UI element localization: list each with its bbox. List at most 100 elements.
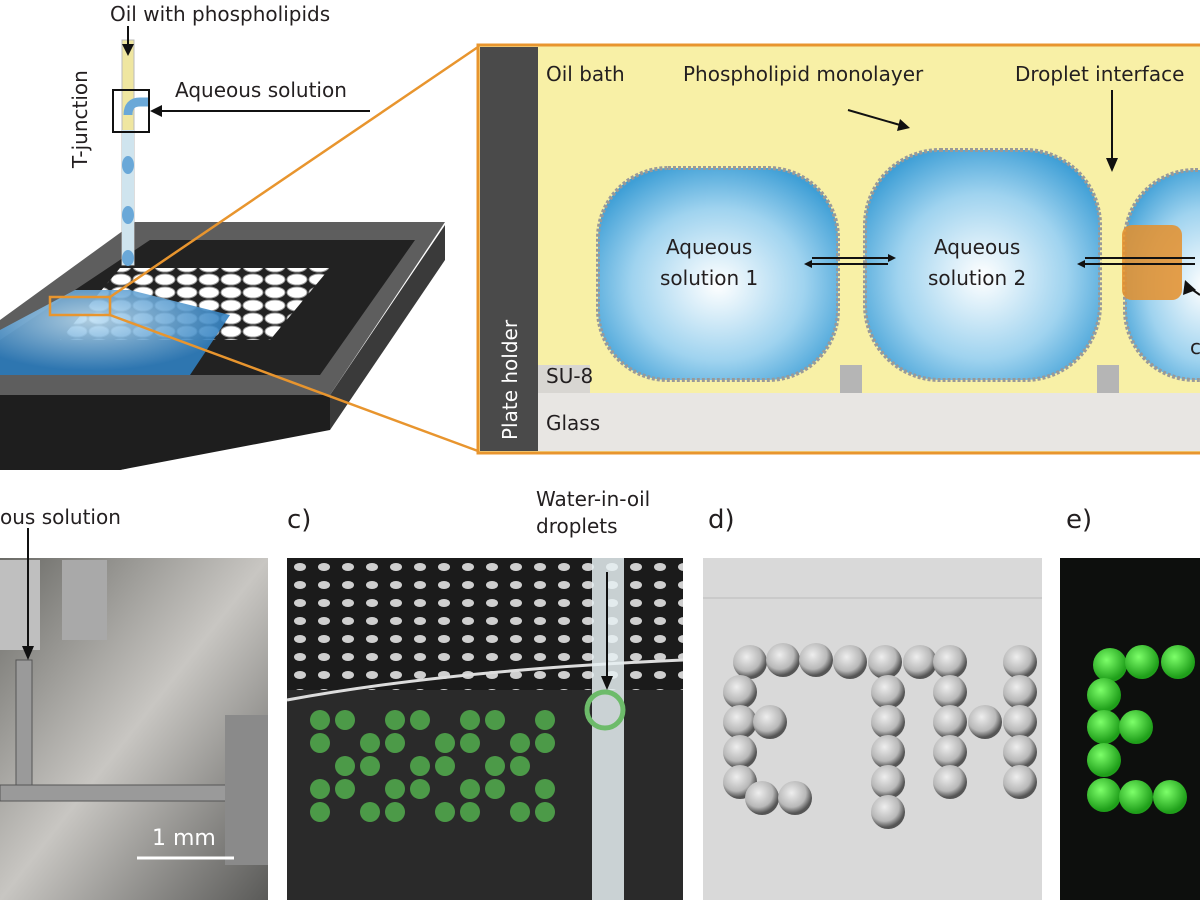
fluorescent-droplet xyxy=(1119,780,1153,814)
green-droplet xyxy=(460,733,480,753)
green-droplet xyxy=(385,710,405,730)
droplet xyxy=(933,735,967,769)
droplets-label: Water-in-oil droplets xyxy=(536,486,650,540)
cropped-label: c xyxy=(1190,335,1200,359)
droplet xyxy=(1003,735,1037,769)
green-droplet xyxy=(385,733,405,753)
fluorescent-droplet xyxy=(1087,678,1121,712)
green-droplet xyxy=(485,779,505,799)
green-droplet xyxy=(410,756,430,776)
eth-droplets xyxy=(723,643,1037,829)
droplet1-line2: solution 1 xyxy=(660,266,759,290)
green-droplet xyxy=(535,733,555,753)
aqueous-label: Aqueous solution xyxy=(175,78,347,102)
droplet xyxy=(778,781,812,815)
fluorescent-droplet xyxy=(1087,743,1121,777)
green-droplet xyxy=(410,710,430,730)
green-droplet xyxy=(510,756,530,776)
green-droplet xyxy=(335,710,355,730)
oil-bath-label: Oil bath xyxy=(546,62,625,86)
green-droplet xyxy=(435,756,455,776)
panel-b-label: ous solution xyxy=(0,505,121,529)
green-droplet xyxy=(310,779,330,799)
green-droplet xyxy=(310,802,330,822)
fluorescent-droplets xyxy=(1087,645,1195,814)
green-droplet xyxy=(510,733,530,753)
panel-c-photo xyxy=(286,558,684,900)
droplet xyxy=(933,705,967,739)
glass-label: Glass xyxy=(546,411,601,435)
green-droplet xyxy=(535,710,555,730)
droplet xyxy=(871,735,905,769)
fluorescent-droplet xyxy=(1161,645,1195,679)
droplets-line1: Water-in-oil xyxy=(536,487,651,511)
green-droplet xyxy=(535,779,555,799)
droplets-line2: droplets xyxy=(536,514,618,538)
droplet-1 xyxy=(596,166,840,382)
green-droplet xyxy=(360,802,380,822)
fluorescent-droplet xyxy=(1125,645,1159,679)
droplet xyxy=(799,643,833,677)
panel-d-label: d) xyxy=(708,505,735,535)
fluorescent-droplet xyxy=(1153,780,1187,814)
green-droplet xyxy=(535,802,555,822)
membrane-protein xyxy=(1122,225,1182,300)
droplet xyxy=(871,765,905,799)
su8-label: SU-8 xyxy=(546,364,594,388)
droplet xyxy=(871,705,905,739)
droplet xyxy=(1003,765,1037,799)
inset-panel xyxy=(476,43,1200,455)
plate-holder-label: Plate holder xyxy=(498,319,522,440)
droplet xyxy=(933,765,967,799)
droplet xyxy=(1003,705,1037,739)
green-droplet xyxy=(485,710,505,730)
droplet xyxy=(1003,645,1037,679)
fluorescent-droplet xyxy=(1093,648,1127,682)
panel-c-label: c) xyxy=(287,505,312,535)
droplet1-line1: Aqueous xyxy=(665,235,753,259)
panel-b-photo xyxy=(0,528,268,900)
droplet xyxy=(745,781,779,815)
fluorescent-droplet xyxy=(1119,710,1153,744)
fluorescent-droplet xyxy=(1087,778,1121,812)
t-junction-box xyxy=(112,89,150,133)
droplet xyxy=(933,645,967,679)
green-droplet xyxy=(510,802,530,822)
t-junction-label: T-junction xyxy=(68,70,92,168)
droplet xyxy=(903,645,937,679)
green-droplet xyxy=(435,733,455,753)
green-droplet xyxy=(485,756,505,776)
droplet xyxy=(766,643,800,677)
green-droplet xyxy=(360,733,380,753)
green-droplet xyxy=(335,779,355,799)
green-droplet xyxy=(385,802,405,822)
green-droplet xyxy=(360,756,380,776)
monolayer-label: Phospholipid monolayer xyxy=(683,62,924,86)
oil-label: Oil with phospholipids xyxy=(110,2,331,26)
droplet1-label: Aqueous solution 1 xyxy=(660,232,758,294)
droplet xyxy=(871,675,905,709)
droplet xyxy=(733,645,767,679)
droplet xyxy=(723,735,757,769)
droplet xyxy=(933,675,967,709)
green-droplet xyxy=(460,710,480,730)
zoom-region xyxy=(48,295,112,317)
droplet xyxy=(833,645,867,679)
green-droplet xyxy=(460,802,480,822)
droplet xyxy=(871,795,905,829)
green-droplet xyxy=(385,779,405,799)
droplet xyxy=(723,705,757,739)
fluorescent-droplet xyxy=(1087,710,1121,744)
green-droplet xyxy=(310,710,330,730)
droplet xyxy=(1003,675,1037,709)
green-droplet xyxy=(460,779,480,799)
interface-label: Droplet interface xyxy=(1015,62,1185,86)
droplet2-line2: solution 2 xyxy=(928,266,1027,290)
green-droplet xyxy=(435,802,455,822)
droplet2-line1: Aqueous xyxy=(933,235,1021,259)
microfluidic-plate xyxy=(0,222,445,470)
droplet xyxy=(968,705,1002,739)
green-droplet xyxy=(335,756,355,776)
droplet xyxy=(723,675,757,709)
